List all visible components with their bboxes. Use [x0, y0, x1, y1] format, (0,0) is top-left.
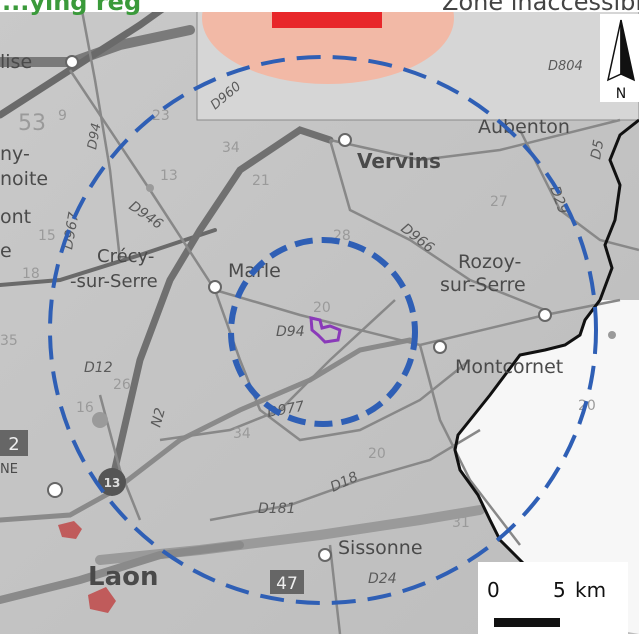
- label-left-3: noite: [0, 168, 48, 190]
- road-shields: 13 2 47: [0, 430, 304, 594]
- dist-16: 31: [452, 515, 470, 531]
- outer-buffer-ring: [48, 55, 598, 605]
- label-left-5: e: [0, 240, 12, 262]
- dist-6: 9: [58, 108, 67, 124]
- dist-15: 20: [368, 446, 386, 462]
- town-labels: Vervins Marle Crécy- -sur-Serre Rozoy- s…: [0, 51, 570, 592]
- header-strip: [0, 0, 639, 12]
- label-vervins: Vervins: [357, 149, 441, 173]
- dist-4: 15: [38, 228, 56, 244]
- header-top-right-fragment: Zone inaccessible: [442, 0, 639, 16]
- town-markers: [47, 55, 552, 562]
- road-d181: D181: [258, 501, 296, 517]
- road-d5: D5: [588, 138, 607, 160]
- road-n2: N2: [148, 406, 168, 429]
- scale-line: [494, 618, 560, 627]
- label-crecy-1: Crécy-: [97, 246, 154, 267]
- label-sissonne: Sissonne: [338, 537, 423, 559]
- dist-3: 13: [160, 168, 178, 184]
- dist-1: 34: [222, 140, 240, 156]
- shield-a2: 2: [8, 434, 19, 455]
- urban-patches: [58, 521, 116, 613]
- road-d94-top: D94: [85, 122, 104, 151]
- label-aubenton: Aubenton: [478, 116, 570, 138]
- shield-a47: 47: [276, 574, 298, 594]
- north-label: N: [616, 86, 626, 102]
- dist-9: 23: [152, 108, 170, 124]
- road-d977: D977: [266, 399, 306, 421]
- label-left-2: ny-: [0, 143, 30, 165]
- label-montcornet: Montcornet: [455, 356, 563, 378]
- label-crecy-2: -sur-Serre: [70, 271, 158, 292]
- dist-7: 53: [18, 111, 46, 136]
- dist-8: 27: [490, 194, 508, 210]
- scale-start: 0: [487, 578, 500, 602]
- header-title-fragment: ...ying reg: [2, 0, 141, 16]
- dist-14: 34: [233, 426, 251, 442]
- dist-13: 16: [76, 400, 94, 416]
- label-left-4: ont: [0, 206, 31, 228]
- dist-5: 18: [22, 266, 40, 282]
- road-d24: D24: [368, 571, 397, 587]
- scale-unit: km: [575, 578, 606, 602]
- shield-n13: 13: [104, 476, 121, 490]
- road-d12: D12: [84, 360, 113, 376]
- study-site: [309, 316, 342, 344]
- poi-markers: [92, 184, 616, 428]
- north-arrow: N: [600, 14, 639, 102]
- outside-territory: [455, 300, 639, 634]
- label-rozoy-2: sur-Serre: [440, 274, 526, 296]
- road-d94: D94: [276, 324, 305, 340]
- scale-bar: 0 5 km: [478, 562, 628, 634]
- label-rozoy-1: Rozoy-: [458, 251, 521, 273]
- label-left-1: lise: [0, 51, 32, 73]
- dist-17: 35: [0, 333, 18, 349]
- dist-2: 21: [252, 173, 270, 189]
- dist-12: 26: [113, 377, 131, 393]
- dist-11: 20: [313, 300, 331, 316]
- label-left-6: NE: [0, 462, 18, 477]
- department-border: [453, 118, 639, 601]
- road-d804: D804: [548, 59, 583, 74]
- scale-end: 5: [553, 578, 566, 602]
- inner-buffer-ring: [228, 237, 418, 427]
- label-laon: Laon: [88, 562, 158, 592]
